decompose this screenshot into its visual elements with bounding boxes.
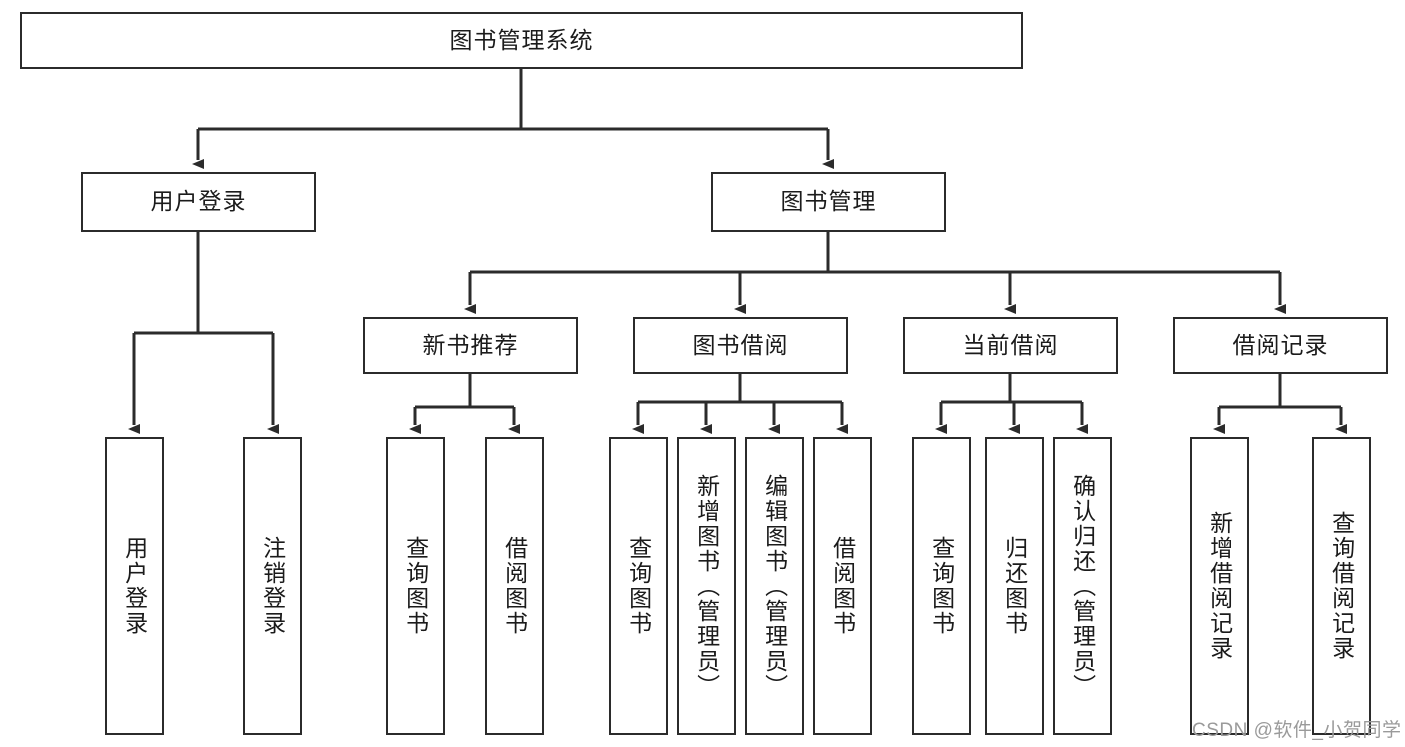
node-leaf-query-book-3[interactable]: 查询图书 — [912, 437, 971, 735]
node-book-manage-label: 图书管理 — [780, 188, 877, 215]
node-leaf-confirm-return[interactable]: 确认归还（管理员） — [1053, 437, 1112, 735]
node-leaf-borrow-book-2[interactable]: 借阅图书 — [813, 437, 872, 735]
node-leaf-confirm-return-label: 确认归还（管理员） — [1069, 473, 1096, 699]
node-leaf-return-book[interactable]: 归还图书 — [985, 437, 1044, 735]
node-leaf-query-book-2[interactable]: 查询图书 — [609, 437, 668, 735]
node-leaf-add-record[interactable]: 新增借阅记录 — [1190, 437, 1249, 735]
node-book-borrow[interactable]: 图书借阅 — [633, 317, 848, 374]
node-leaf-user-logout[interactable]: 注销登录 — [243, 437, 302, 735]
node-leaf-add-book-label: 新增图书（管理员） — [693, 473, 720, 699]
node-current-borrow[interactable]: 当前借阅 — [903, 317, 1118, 374]
node-borrow-record-label: 借阅记录 — [1232, 331, 1329, 358]
node-leaf-add-record-label: 新增借阅记录 — [1206, 511, 1233, 661]
node-book-manage[interactable]: 图书管理 — [711, 172, 946, 232]
node-book-borrow-label: 图书借阅 — [692, 331, 789, 358]
node-leaf-borrow-book-2-label: 借阅图书 — [829, 536, 856, 636]
node-leaf-user-logout-label: 注销登录 — [259, 536, 286, 636]
node-borrow-record[interactable]: 借阅记录 — [1173, 317, 1388, 374]
node-current-borrow-label: 当前借阅 — [962, 331, 1059, 358]
node-leaf-query-book-2-label: 查询图书 — [625, 536, 652, 636]
node-leaf-edit-book[interactable]: 编辑图书（管理员） — [745, 437, 804, 735]
node-new-book-recommend-label: 新书推荐 — [422, 331, 519, 358]
node-root-label: 图书管理系统 — [449, 26, 594, 53]
node-root[interactable]: 图书管理系统 — [20, 12, 1023, 69]
node-leaf-user-login[interactable]: 用户登录 — [105, 437, 164, 735]
node-user-login-label: 用户登录 — [150, 188, 247, 215]
csdn-watermark: CSDN @软件_小贺同学 — [1192, 720, 1402, 741]
node-leaf-query-record-label: 查询借阅记录 — [1328, 511, 1355, 661]
node-leaf-edit-book-label: 编辑图书（管理员） — [761, 473, 788, 699]
node-leaf-borrow-book-1-label: 借阅图书 — [501, 536, 528, 636]
node-leaf-add-book[interactable]: 新增图书（管理员） — [677, 437, 736, 735]
node-leaf-query-book-3-label: 查询图书 — [928, 536, 955, 636]
node-leaf-query-book-1[interactable]: 查询图书 — [386, 437, 445, 735]
node-leaf-borrow-book-1[interactable]: 借阅图书 — [485, 437, 544, 735]
node-leaf-user-login-label: 用户登录 — [121, 536, 148, 636]
node-leaf-query-record[interactable]: 查询借阅记录 — [1312, 437, 1371, 735]
node-leaf-return-book-label: 归还图书 — [1001, 536, 1028, 636]
node-leaf-query-book-1-label: 查询图书 — [402, 536, 429, 636]
node-new-book-recommend[interactable]: 新书推荐 — [363, 317, 578, 374]
node-user-login[interactable]: 用户登录 — [81, 172, 316, 232]
